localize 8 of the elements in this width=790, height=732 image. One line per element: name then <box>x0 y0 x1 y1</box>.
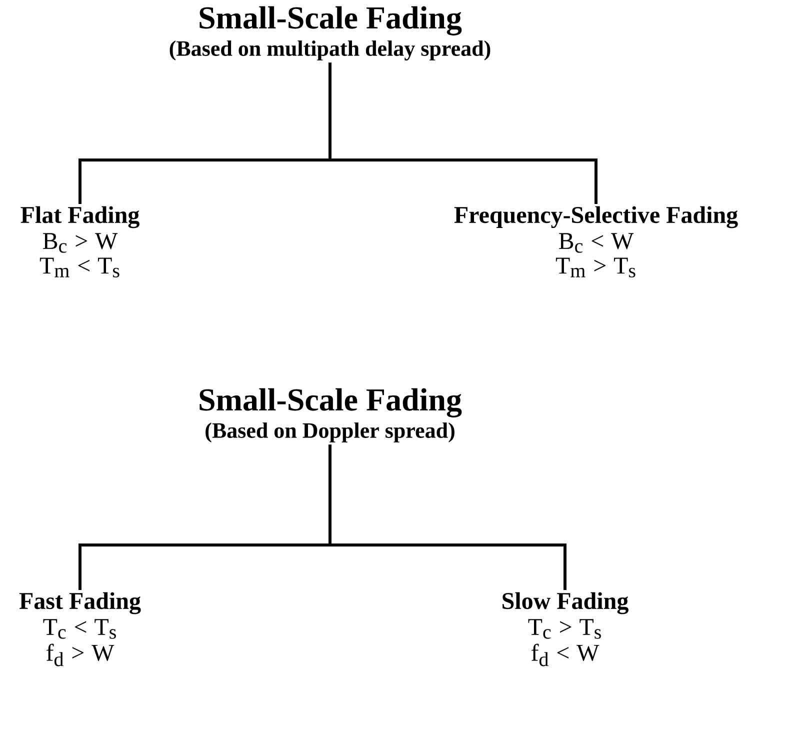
heading: Small-Scale Fading (Based on Doppler spread) <box>200 388 462 442</box>
category-label: Flat Fading $B_c > W$ $T_m < T_s$ <box>20 206 140 278</box>
tree-connector <box>328 62 598 204</box>
category-label: Fast Fading $T_c < T_s$ $f_d > W$ <box>19 592 141 666</box>
category-label: Slow Fading $T_c > T_s$ $f_d < W$ <box>502 592 628 666</box>
category-label: Frequency-Selective Fading $B_c < W$ $T_m > T_s$ <box>454 206 738 278</box>
tree-connector <box>328 444 566 590</box>
heading: Small-Scale Fading (Based on multipath delay spread) <box>170 6 490 60</box>
